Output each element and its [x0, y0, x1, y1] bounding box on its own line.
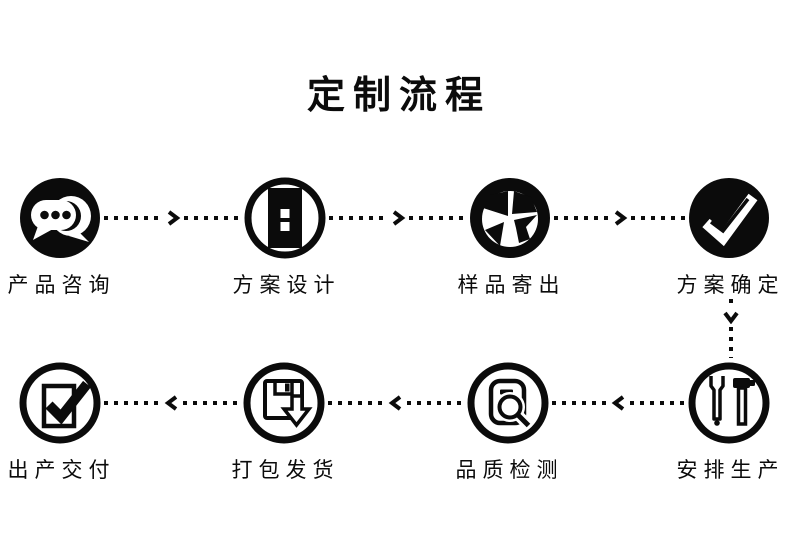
chevron-left-icon: [388, 394, 404, 412]
dotted-line: [629, 401, 685, 405]
dotted-line: [328, 401, 385, 405]
flow-arrow-right-3: [554, 209, 686, 227]
flow-arrow-left-1: [552, 394, 685, 412]
dotted-line: [554, 216, 609, 220]
chevron-left-icon: [164, 394, 180, 412]
dotted-line: [631, 216, 686, 220]
chat-bubbles-icon: [18, 176, 102, 260]
dotted-line: [552, 401, 608, 405]
design-document-icon: [243, 176, 327, 260]
inspection-magnifier-icon: [466, 361, 550, 445]
step-label: 出产交付: [7, 459, 116, 482]
step-quality-inspection: 品质检测: [423, 361, 593, 484]
step-label: 安排生产: [676, 459, 785, 482]
step-sample-send: 样品寄出: [425, 176, 595, 299]
dotted-line: [104, 216, 162, 220]
package-download-icon: [242, 361, 326, 445]
page-title: 定制流程: [306, 75, 491, 117]
step-label: 打包发货: [231, 459, 340, 482]
dotted-line: [409, 216, 467, 220]
flow-arrow-right-2: [329, 209, 467, 227]
chevron-right-icon: [390, 209, 406, 227]
send-sample-icon: [468, 176, 552, 260]
step-product-consult: 产品咨询: [0, 176, 145, 299]
flow-arrow-down: [722, 299, 740, 358]
dotted-line: [407, 401, 464, 405]
step-delivery: 出产交付: [0, 361, 145, 484]
dotted-line: [104, 401, 161, 405]
step-solution-confirm: 方案确定: [644, 176, 790, 299]
flow-arrow-left-3: [104, 394, 240, 412]
dotted-line: [729, 299, 733, 307]
flow-arrow-right-1: [104, 209, 242, 227]
chevron-right-icon: [165, 209, 181, 227]
step-label: 产品咨询: [7, 274, 116, 297]
dotted-line: [329, 216, 387, 220]
checked-box-icon: [18, 361, 102, 445]
step-label: 方案确定: [676, 274, 785, 297]
chevron-left-icon: [611, 394, 627, 412]
step-label: 品质检测: [455, 459, 564, 482]
step-solution-design: 方案设计: [200, 176, 370, 299]
dotted-line: [729, 327, 733, 358]
dotted-line: [184, 216, 242, 220]
flow-arrow-left-2: [328, 394, 464, 412]
dotted-line: [183, 401, 240, 405]
step-arrange-production: 安排生产: [644, 361, 790, 484]
step-label: 样品寄出: [457, 274, 566, 297]
step-pack-ship: 打包发货: [199, 361, 369, 484]
confirm-check-icon: [687, 176, 771, 260]
chevron-right-icon: [612, 209, 628, 227]
step-label: 方案设计: [232, 274, 341, 297]
wrench-hammer-icon: [687, 361, 771, 445]
chevron-down-icon: [722, 310, 740, 324]
